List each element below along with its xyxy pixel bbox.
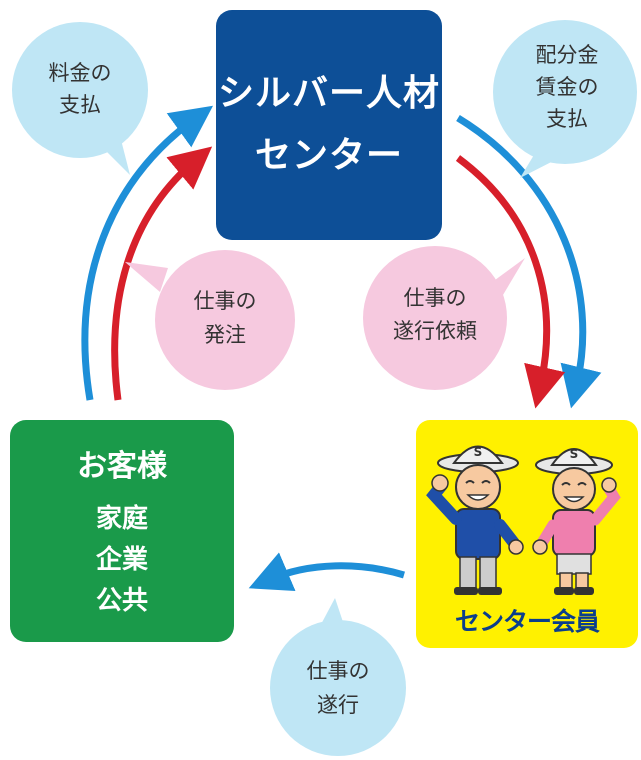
customer-heading: お客様 [77,448,167,484]
male-member-figure: S [426,445,524,595]
bubble-exec-line2: 遂行 [317,693,359,717]
bubble-wage-payment: 配分金 賃金の 支払 [493,20,637,178]
bubble-fee-line2: 支払 [59,93,101,117]
bubble-fee-payment: 料金の 支払 [12,22,148,175]
female-member-figure: S [532,447,621,595]
silver-center-box: シルバー人材 センター [216,10,442,240]
blue-arrow-work-execution [248,552,405,592]
bubble-exec-line1: 仕事の [307,659,370,683]
blue-arrow-fee-payment [81,105,214,401]
customer-box: お客様 家庭 企業 公共 [10,420,234,642]
center-title-line2: センター [254,135,403,176]
blue-arrow-wage-payment [456,115,602,409]
bubble-request-line1: 仕事の [404,286,467,310]
bubble-wage-line3: 支払 [546,107,588,131]
center-member-box: S S [416,420,638,648]
customer-item-company: 企業 [95,544,148,575]
bubble-order-line1: 仕事の [194,289,257,313]
bubble-fee-line1: 料金の [49,61,112,85]
bubble-wage-line1: 配分金 [536,43,599,67]
center-title-line1: シルバー人材 [217,73,440,114]
bubble-work-execution: 仕事の 遂行 [270,598,406,756]
cap-letter-man: S [474,445,483,459]
customer-item-home: 家庭 [95,503,148,534]
customer-item-public: 公共 [95,585,148,616]
red-arrow-work-request [455,155,566,409]
cap-letter-woman: S [570,447,579,461]
bubble-order-line2: 発注 [204,323,246,347]
member-label: センター会員 [454,607,600,636]
bubble-work-order: 仕事の 発注 [125,250,295,390]
bubble-request-line2: 遂行依頼 [393,319,477,343]
bubble-work-request: 仕事の 遂行依頼 [363,246,525,390]
bubble-wage-line2: 賃金の [536,75,599,99]
members-illustration: S S [426,445,621,595]
